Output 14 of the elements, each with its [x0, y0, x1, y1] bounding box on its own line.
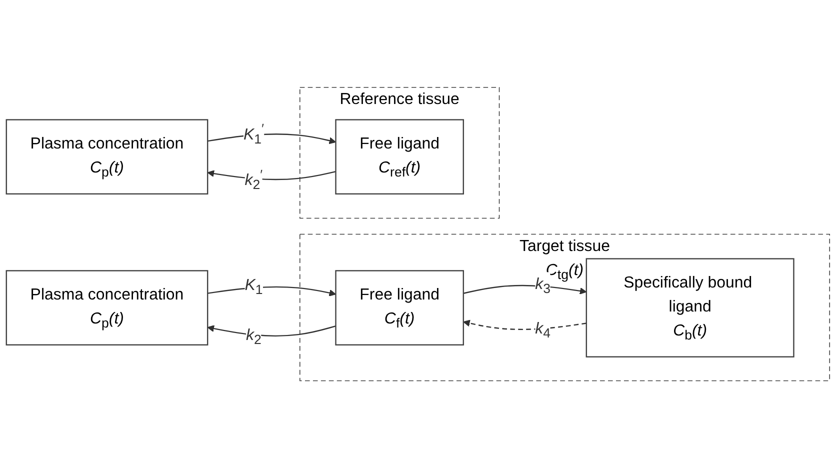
node-box: [335, 119, 464, 194]
cluster: [299, 86, 500, 219]
arrow: [463, 320, 586, 330]
node-box: [335, 270, 464, 346]
node-box: [6, 270, 208, 346]
cluster: [299, 234, 830, 382]
edge-label: k$_{2}$: [246, 326, 262, 347]
node-box: [6, 119, 208, 194]
edge-label: k$_{4}$: [535, 320, 551, 340]
node-box: [586, 258, 794, 358]
edge-label: k$_{3}$: [535, 275, 551, 296]
arrow: [463, 284, 587, 294]
edge-label: K$_{1}$: [244, 276, 263, 298]
arrow: [207, 325, 336, 336]
